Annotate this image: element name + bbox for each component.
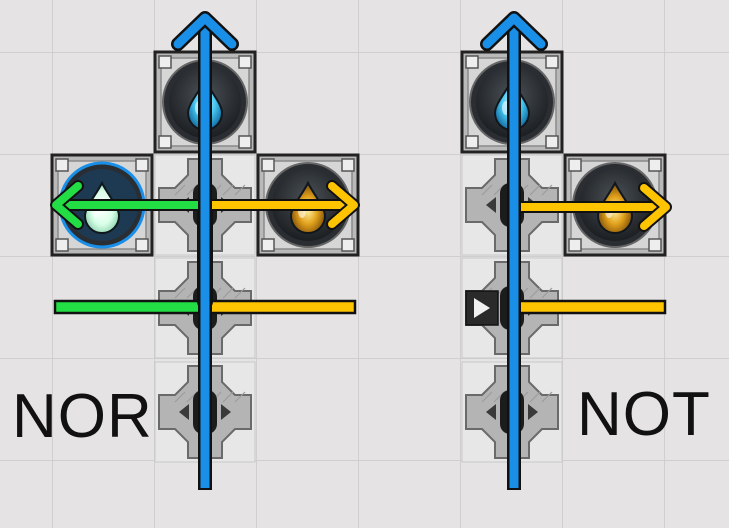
nor-input-a-bar bbox=[53, 299, 207, 315]
nor-input-a-arrowhead bbox=[52, 182, 82, 228]
nor-input-b-arrowhead bbox=[328, 182, 358, 228]
not-output-arrow bbox=[480, 11, 548, 490]
nor-input-b-bar bbox=[203, 299, 357, 315]
not-input-bar bbox=[510, 299, 667, 315]
not-gate-label: NOT bbox=[577, 380, 711, 449]
nor-gate-label: NOR bbox=[12, 382, 153, 451]
nor-output-arrow bbox=[171, 11, 239, 490]
not-input-arrowhead bbox=[640, 184, 670, 230]
